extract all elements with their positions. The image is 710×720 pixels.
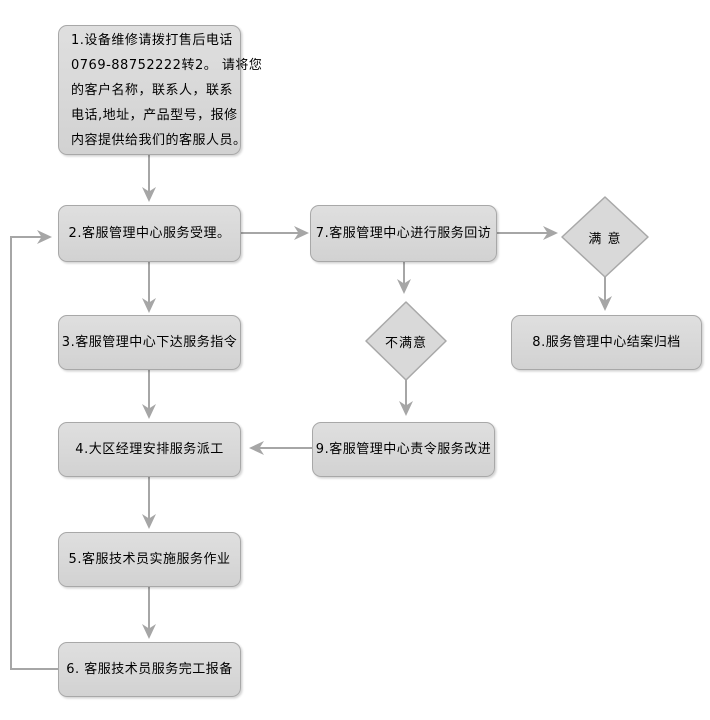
flow-step-8-label: 8.服务管理中心结案归档 xyxy=(532,334,681,350)
flow-step-1-line-2: 0769-88752222转2。 请将您 xyxy=(71,57,263,73)
arrow-step6-loop-to-step2 xyxy=(10,230,58,670)
flow-step-2-label: 2.客服管理中心服务受理。 xyxy=(68,225,231,241)
flow-step-5-label: 5.客服技术员实施服务作业 xyxy=(68,551,231,567)
flow-step-9-label: 9.客服管理中心责令服务改进 xyxy=(315,441,492,457)
flow-step-3: 3.客服管理中心下达服务指令 xyxy=(58,315,241,370)
flow-step-2: 2.客服管理中心服务受理。 xyxy=(58,205,241,262)
decision-satisfied-shape xyxy=(561,196,649,278)
flow-step-6: 6. 客服技术员服务完工报备 xyxy=(58,642,241,697)
flow-step-3-label: 3.客服管理中心下达服务指令 xyxy=(61,334,238,350)
flow-step-7-label: 7.客服管理中心进行服务回访 xyxy=(315,225,492,241)
flow-step-1-line-3: 的客户名称，联系人，联系 xyxy=(71,82,234,98)
flow-step-1-line-1: 1.设备维修请拨打售后电话 xyxy=(71,32,233,48)
flow-step-5: 5.客服技术员实施服务作业 xyxy=(58,532,241,587)
decision-satisfied: 满 意 xyxy=(562,197,648,277)
flow-step-1: 1.设备维修请拨打售后电话 0769-88752222转2。 请将您 的客户名称… xyxy=(58,25,262,155)
flow-step-4: 4.大区经理安排服务派工 xyxy=(58,422,241,477)
flow-step-7: 7.客服管理中心进行服务回访 xyxy=(310,205,497,262)
decision-unsatisfied-shape xyxy=(365,301,447,381)
flow-step-6-label: 6. 客服技术员服务完工报备 xyxy=(66,661,233,677)
decision-unsatisfied-label: 不满意 xyxy=(384,335,427,351)
decision-unsatisfied: 不满意 xyxy=(366,302,446,380)
flow-step-9: 9.客服管理中心责令服务改进 xyxy=(312,422,495,477)
flow-step-1-line-4: 电话,地址，产品型号，报修 xyxy=(71,107,238,123)
decision-satisfied-label: 满 意 xyxy=(588,231,622,247)
flow-step-8: 8.服务管理中心结案归档 xyxy=(511,315,702,370)
flow-step-1-line-5: 内容提供给我们的客服人员。 xyxy=(71,132,247,148)
flow-step-4-label: 4.大区经理安排服务派工 xyxy=(75,441,224,457)
